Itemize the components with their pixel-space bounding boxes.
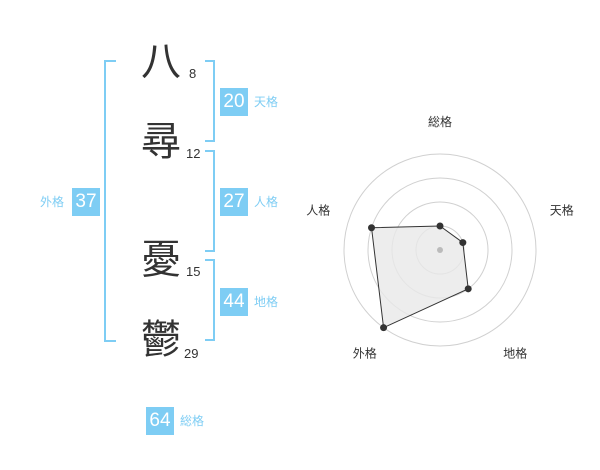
jinkaku-bracket	[205, 150, 215, 252]
gaikaku-value: 37	[72, 188, 100, 216]
radar-axis-label: 総格	[428, 114, 452, 129]
radar-ring	[367, 177, 513, 323]
radar-point-3	[380, 324, 388, 332]
radar-axis-label: 人格	[306, 202, 330, 217]
tenkaku-value: 20	[220, 88, 248, 116]
radar-ring	[343, 153, 537, 347]
radar-point-1	[459, 239, 467, 247]
tenkaku-label: 天格	[254, 95, 279, 109]
soukaku-label: 総格	[180, 414, 205, 428]
radar-center-dot	[437, 247, 443, 253]
gaikaku-bracket	[104, 60, 116, 342]
radar-point-4	[368, 224, 376, 232]
soukaku-value: 64	[146, 407, 174, 435]
jinkaku-label: 人格	[254, 195, 279, 209]
stroke-count-1: 8	[189, 66, 197, 81]
radar-axis-label: 外格	[353, 346, 377, 361]
radar-point-2	[464, 285, 472, 293]
name-char-3: 憂	[141, 237, 181, 283]
name-char-4: 鬱	[141, 317, 181, 363]
radar-axis-label: 天格	[550, 202, 574, 217]
radar-point-0	[436, 222, 444, 230]
name-char-1: 八	[141, 39, 181, 85]
chikaku-bracket	[205, 259, 215, 341]
radar-area	[370, 225, 469, 329]
radar-axis-label: 地格	[503, 346, 527, 361]
name-char-2: 尋	[141, 119, 181, 165]
stroke-count-2: 12	[186, 146, 201, 161]
jinkaku-value: 27	[220, 188, 248, 216]
stroke-count-4: 29	[184, 346, 199, 361]
stroke-count-3: 15	[186, 264, 201, 279]
tenkaku-bracket	[205, 60, 215, 142]
gaikaku-label: 外格	[40, 195, 65, 209]
chikaku-value: 44	[220, 288, 248, 316]
chikaku-label: 地格	[254, 295, 279, 309]
